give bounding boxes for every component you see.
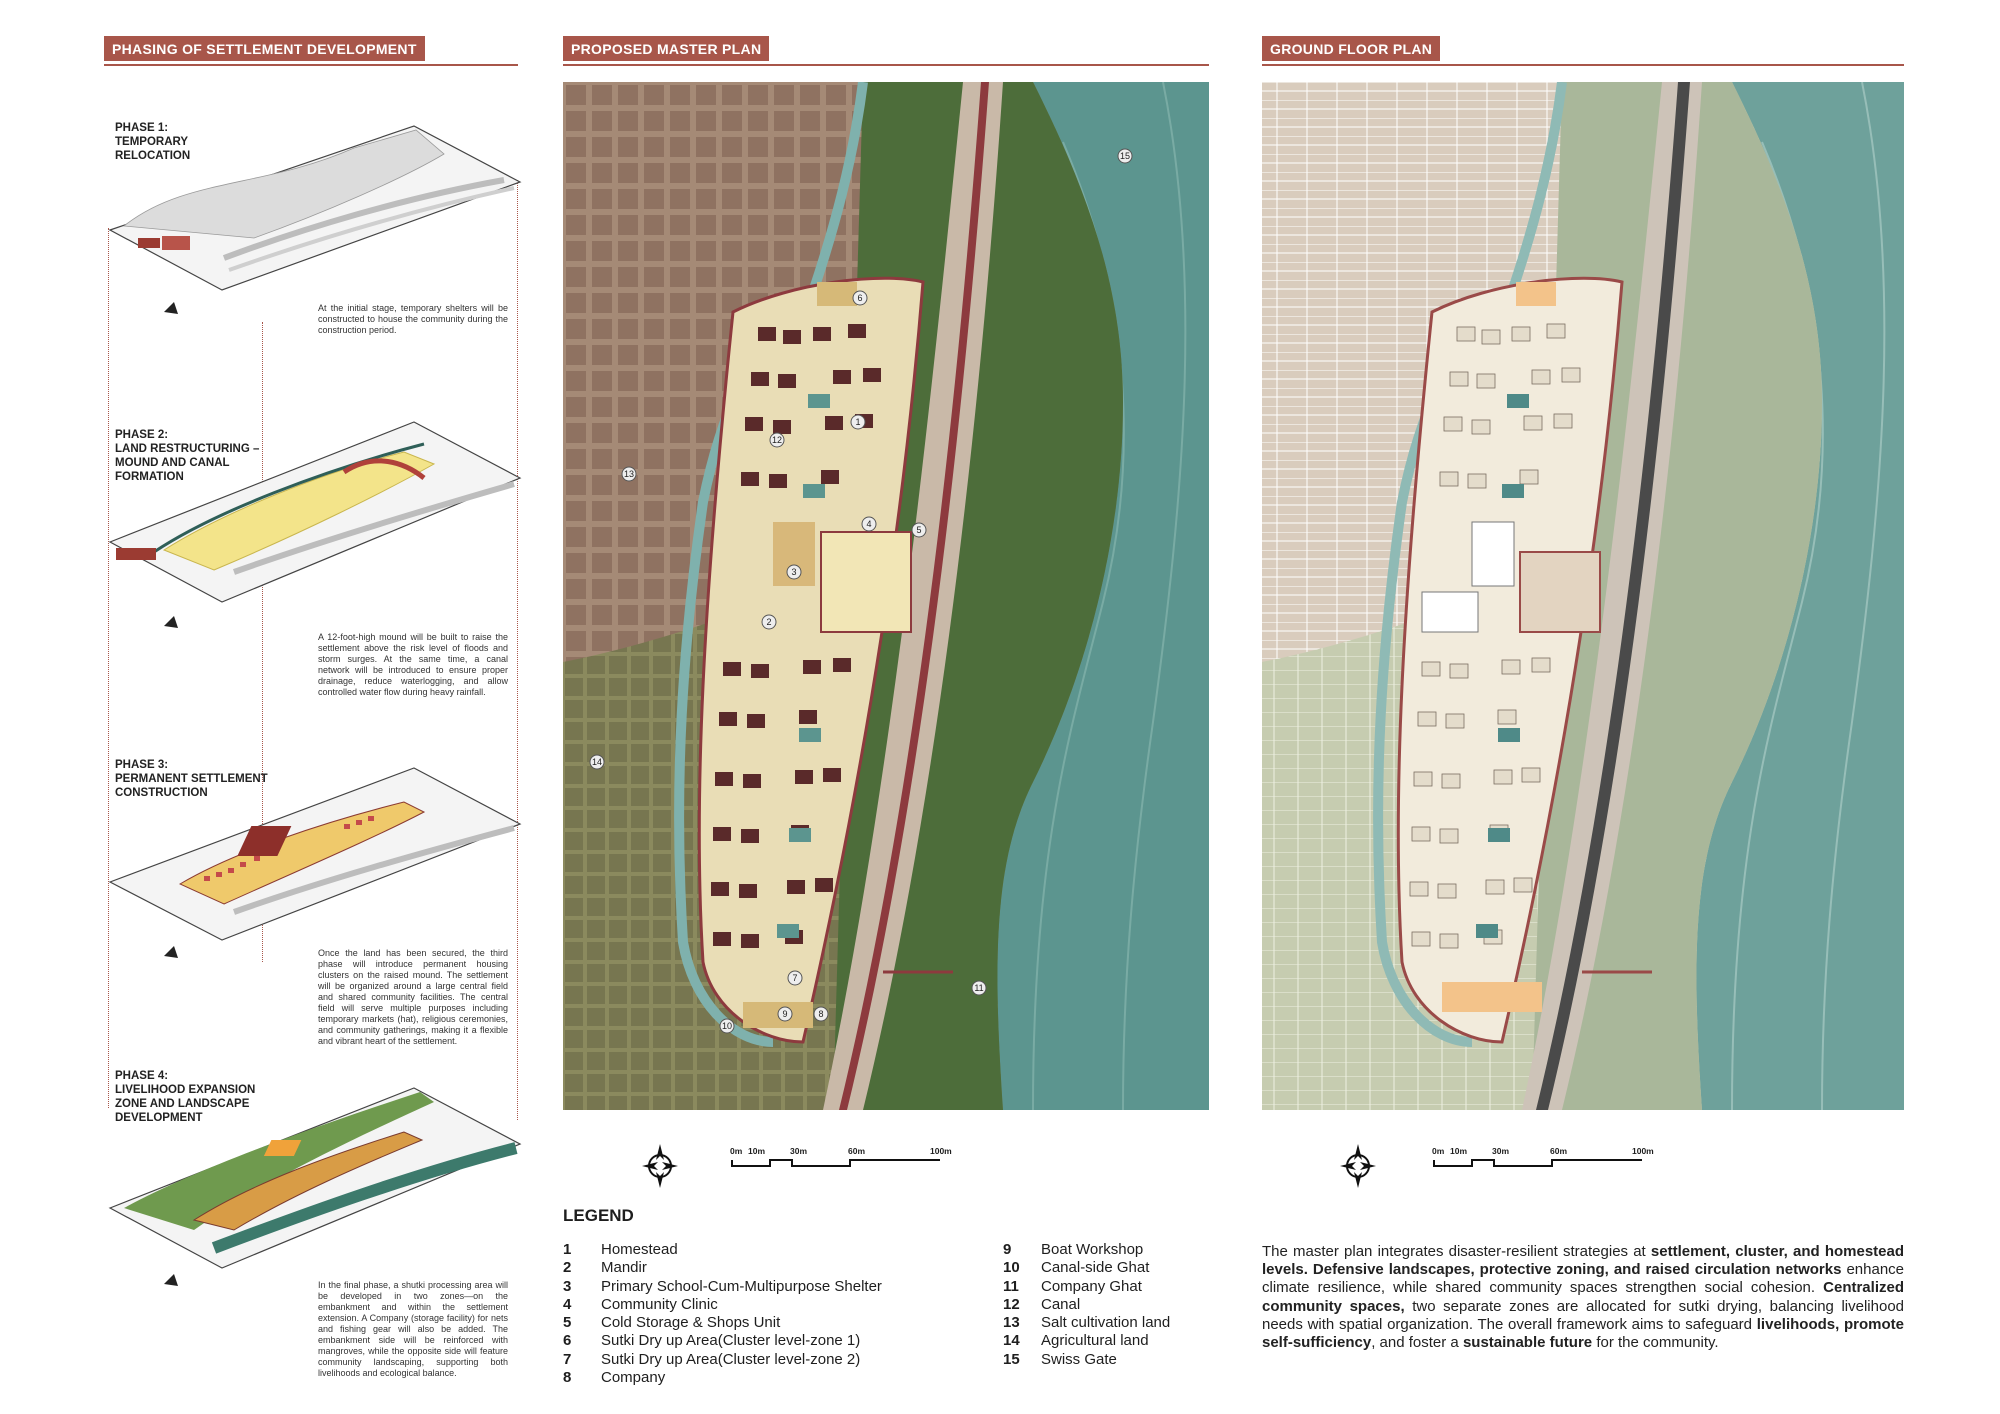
section-title-ground-floor: GROUND FLOOR PLAN: [1262, 36, 1441, 61]
scale-tick-0m: 0m: [730, 1146, 743, 1156]
section-header-ground-floor: GROUND FLOOR PLAN: [1262, 36, 1904, 66]
plan-label-14: 14: [592, 757, 602, 767]
plan-label-4: 4: [866, 519, 871, 529]
north-arrow-icon: [164, 946, 178, 958]
ground-floor-house-units: [1409, 323, 1581, 949]
phase-1-isometric-diagram: [108, 125, 522, 314]
north-arrow-icon: [164, 302, 178, 314]
section-header-phasing: PHASING OF SETTLEMENT DEVELOPMENT: [104, 36, 518, 66]
ground-floor-scale-bar: 0m 10m 30m 60m 100m: [1432, 1146, 1654, 1172]
plan-label-2: 2: [766, 617, 771, 627]
plan-label-1: 1: [855, 417, 860, 427]
phase-connector-right: [517, 180, 518, 1120]
north-arrow-icon: [164, 616, 178, 628]
master-plan-north-arrow-icon: [642, 1144, 678, 1188]
phase-2-title: PHASE 2:LAND RESTRUCTURING –MOUND AND CA…: [115, 429, 260, 483]
phase-connector-mid: [262, 322, 263, 962]
scale-tick-10m: 10m: [1450, 1146, 1468, 1156]
phase-2-description: A 12-foot-high mound will be built to ra…: [318, 632, 508, 697]
plan-label-13: 13: [624, 469, 634, 479]
plan-label-5: 5: [916, 525, 921, 535]
scale-tick-60m: 60m: [848, 1146, 866, 1156]
scale-tick-100m: 100m: [1632, 1146, 1654, 1156]
master-plan-scale-bar: 0m 10m 30m 60m 100m: [730, 1146, 952, 1172]
phase-3-description: Once the land has been secured, the thir…: [318, 948, 508, 1046]
phase-4-description: In the final phase, a shutki processing …: [318, 1280, 508, 1378]
phase-1-description: At the initial stage, temporary shelters…: [318, 303, 508, 335]
scale-tick-60m: 60m: [1550, 1146, 1568, 1156]
section-title-master-plan: PROPOSED MASTER PLAN: [563, 36, 770, 61]
plan-label-7: 7: [792, 973, 797, 983]
scale-tick-30m: 30m: [1492, 1146, 1510, 1156]
phase-4-isometric-diagram: [108, 1087, 522, 1286]
plan-label-11: 11: [974, 983, 983, 993]
plan-label-3: 3: [791, 567, 796, 577]
phase-2-isometric-diagram: [108, 421, 522, 628]
ground-floor-plan-map: [1262, 82, 1904, 1110]
phase-3-isometric-diagram: [108, 767, 522, 958]
scale-tick-30m: 30m: [790, 1146, 808, 1156]
plan-label-9: 9: [782, 1009, 787, 1019]
scale-tick-100m: 100m: [930, 1146, 952, 1156]
plan-label-12: 12: [772, 435, 782, 445]
scale-tick-10m: 10m: [748, 1146, 766, 1156]
plan-label-8: 8: [818, 1009, 823, 1019]
plan-label-6: 6: [857, 293, 862, 303]
section-header-master-plan: PROPOSED MASTER PLAN: [563, 36, 1209, 66]
master-plan-map: 6 1 3 2 4 5 7 8 9 10 11 12 13 14 15: [563, 82, 1209, 1110]
plan-label-15: 15: [1120, 151, 1130, 161]
phase-connector-left: [108, 228, 109, 1108]
ground-floor-north-arrow-icon: [1340, 1144, 1376, 1188]
legend-title: LEGEND: [563, 1206, 634, 1225]
north-arrow-icon: [164, 1274, 178, 1286]
section-title-phasing: PHASING OF SETTLEMENT DEVELOPMENT: [104, 36, 425, 61]
plan-label-10: 10: [722, 1021, 732, 1031]
summary-paragraph: The master plan integrates disaster-resi…: [1262, 1243, 1905, 1352]
scale-tick-0m: 0m: [1432, 1146, 1445, 1156]
